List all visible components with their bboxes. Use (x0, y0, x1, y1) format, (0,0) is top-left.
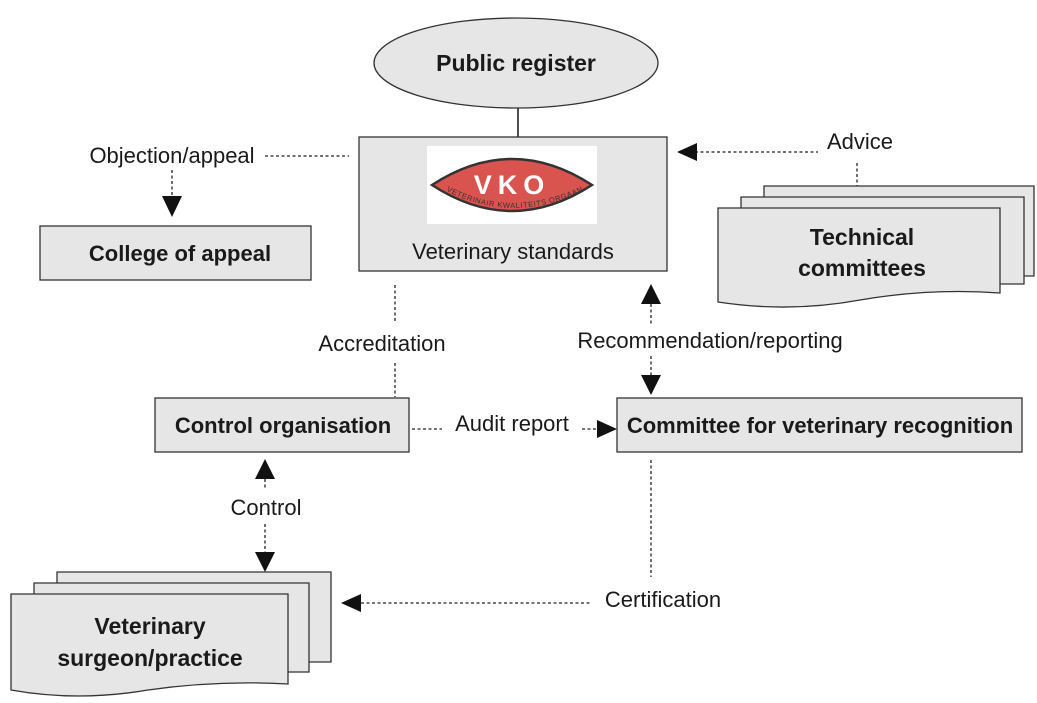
arrow-to-vet-certification (341, 594, 361, 612)
college-of-appeal-label: College of appeal (89, 241, 271, 266)
vko-logo: VKO VETERINAIR KWALITEITS ORGAAN (427, 146, 597, 224)
technical-committees-label-line2: committees (798, 255, 926, 281)
arrow-to-college (162, 196, 182, 217)
accreditation-label: Accreditation (318, 331, 445, 356)
advice-label: Advice (827, 129, 893, 154)
veterinary-surgeon-label-line1: Veterinary (94, 613, 205, 639)
college-of-appeal-node: College of appeal (39, 225, 312, 281)
control-organisation-node: Control organisation (154, 397, 410, 453)
vko-letters: VKO (474, 170, 551, 200)
arrow-down-to-vet (255, 552, 275, 572)
arrow-down-to-committee (641, 375, 661, 395)
certification-label: Certification (605, 587, 721, 612)
committee-recognition-label: Committee for veterinary recognition (627, 413, 1013, 438)
arrow-up-to-standards (641, 284, 661, 304)
veterinary-surgeon-node: Veterinary surgeon/practice (10, 571, 332, 697)
control-organisation-label: Control organisation (175, 413, 391, 438)
audit-report-label: Audit report (455, 411, 569, 436)
recommendation-reporting-label: Recommendation/reporting (577, 328, 842, 353)
veterinary-standards-node: VKO VETERINAIR KWALITEITS ORGAAN Veterin… (358, 136, 668, 272)
arrow-up-to-control-org (255, 459, 275, 479)
public-register-label: Public register (436, 50, 596, 76)
technical-committees-node: Technical committees (717, 185, 1035, 308)
technical-committees-label-line1: Technical (810, 224, 914, 250)
control-label: Control (231, 495, 302, 520)
veterinary-standards-label: Veterinary standards (412, 239, 614, 264)
arrow-to-committee-audit (597, 420, 617, 438)
arrow-to-standards-advice (677, 143, 697, 161)
objection-appeal-label: Objection/appeal (89, 143, 254, 168)
public-register-node: Public register (373, 17, 659, 109)
committee-recognition-node: Committee for veterinary recognition (616, 397, 1023, 453)
veterinary-surgeon-label-line2: surgeon/practice (57, 645, 242, 671)
